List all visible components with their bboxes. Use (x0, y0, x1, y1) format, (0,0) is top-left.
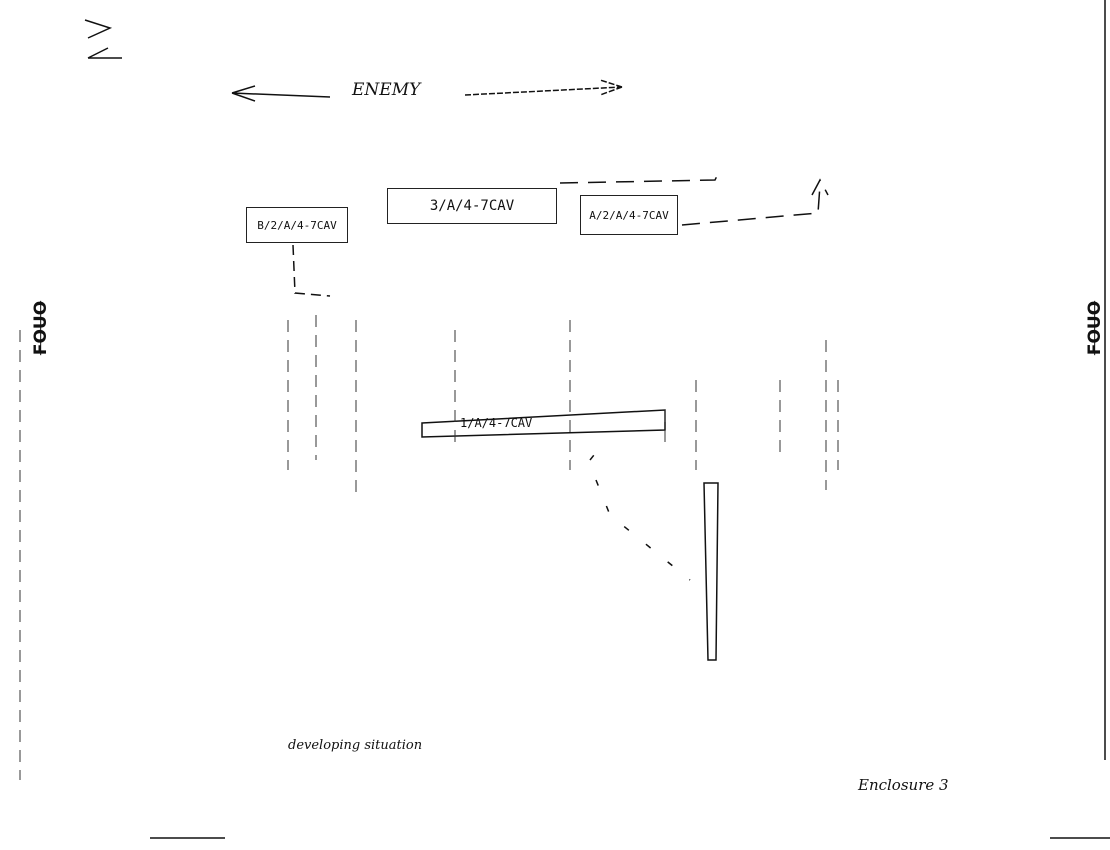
noise-lines (19, 315, 839, 780)
unit-label-1-a: 1/A/4-7CAV (460, 416, 533, 430)
dashed-path-b (292, 244, 331, 297)
fouo-marking-left: FOUO (31, 300, 52, 356)
dashed-path-a (681, 178, 829, 226)
dashed-path-3 (559, 169, 721, 184)
long-position-box (703, 482, 719, 661)
fouo-marking-right: FOUO (1085, 300, 1106, 356)
unit-box-a-2-a: A/2/A/4-7CAV (580, 195, 678, 235)
enemy-label: ENEMY (352, 80, 421, 100)
dashed-path-1 (589, 448, 691, 581)
enemy-arrow-right (464, 79, 623, 96)
enemy-arrow-left (231, 85, 331, 102)
north-arrow-icon (84, 19, 122, 59)
caption: developing situation (288, 738, 423, 753)
wedge-position (421, 409, 666, 438)
unit-box-3-a: 3/A/4-7CAV (387, 188, 557, 224)
unit-box-b-2-a: B/2/A/4-7CAV (246, 207, 348, 243)
enclosure-label: Enclosure 3 (858, 776, 949, 794)
